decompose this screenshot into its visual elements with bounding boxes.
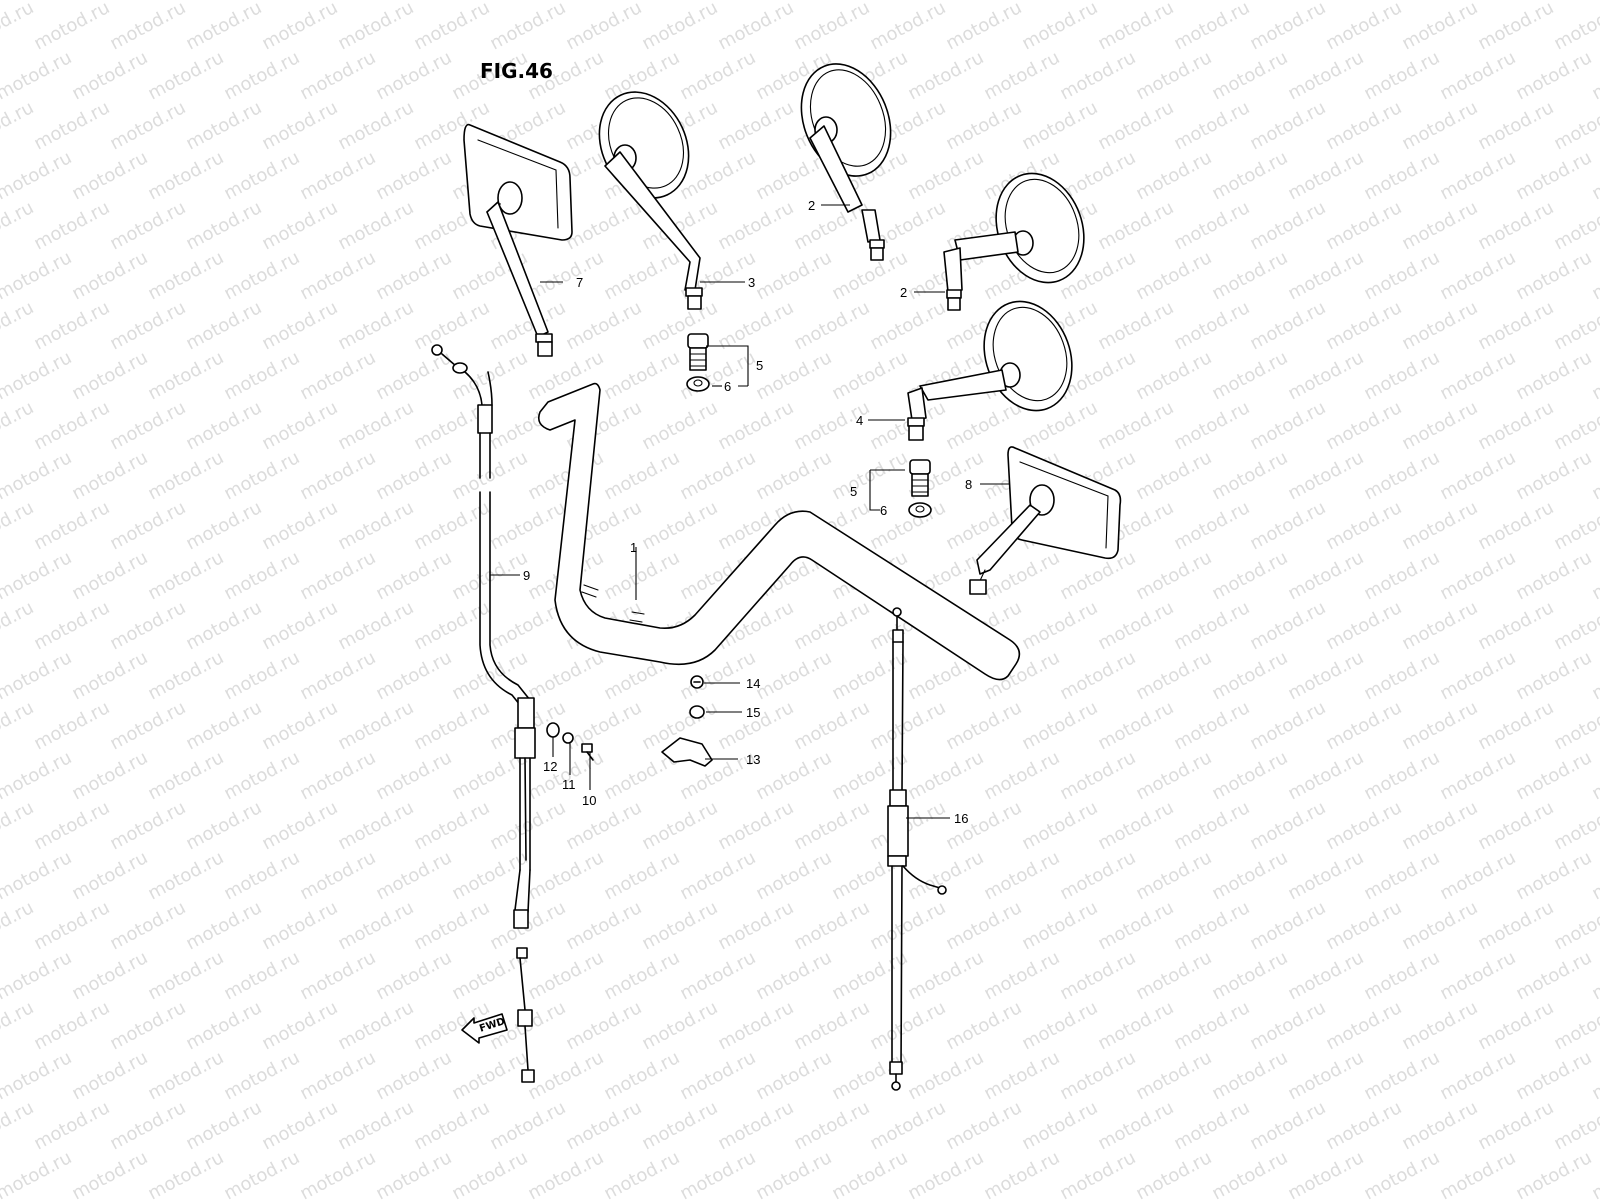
callout-2a: 2: [808, 198, 815, 213]
callout-6b: 6: [880, 503, 887, 518]
callout-1: 1: [630, 540, 637, 555]
mirror-round-2a: [800, 63, 892, 261]
mirror-rect-left: [463, 123, 573, 357]
callout-5b: 5: [850, 484, 857, 499]
clamp-hardware: [661, 675, 713, 767]
callout-8: 8: [965, 477, 972, 492]
callout-4: 4: [856, 413, 863, 428]
callout-9: 9: [523, 568, 530, 583]
callout-5a: 5: [756, 358, 763, 373]
callout-3: 3: [748, 275, 755, 290]
callout-14: 14: [746, 676, 760, 691]
handlebar: [537, 382, 1021, 681]
callout-15: 15: [746, 705, 760, 720]
callout-13: 13: [746, 752, 760, 767]
mirror-rect-right: [969, 446, 1122, 595]
adapter-set-lower: [908, 459, 932, 518]
callout-11: 11: [562, 777, 576, 792]
cable-left: [431, 344, 536, 1083]
mirror-round-4: [907, 300, 1073, 441]
callout-10: 10: [582, 793, 596, 808]
mirror-round-3: [598, 91, 703, 310]
callout-7: 7: [576, 275, 583, 290]
callout-2b: 2: [900, 285, 907, 300]
callout-lines: [490, 204, 1010, 819]
adapter-set-upper: [686, 333, 710, 392]
callout-12: 12: [543, 759, 557, 774]
mirror-round-2b: [943, 172, 1085, 311]
cable-right: [887, 607, 947, 1091]
callout-6a: 6: [724, 379, 731, 394]
figure-title: FIG.46: [480, 59, 553, 83]
forward-direction-marker: FWD: [461, 1013, 508, 1044]
callout-16: 16: [954, 811, 968, 826]
